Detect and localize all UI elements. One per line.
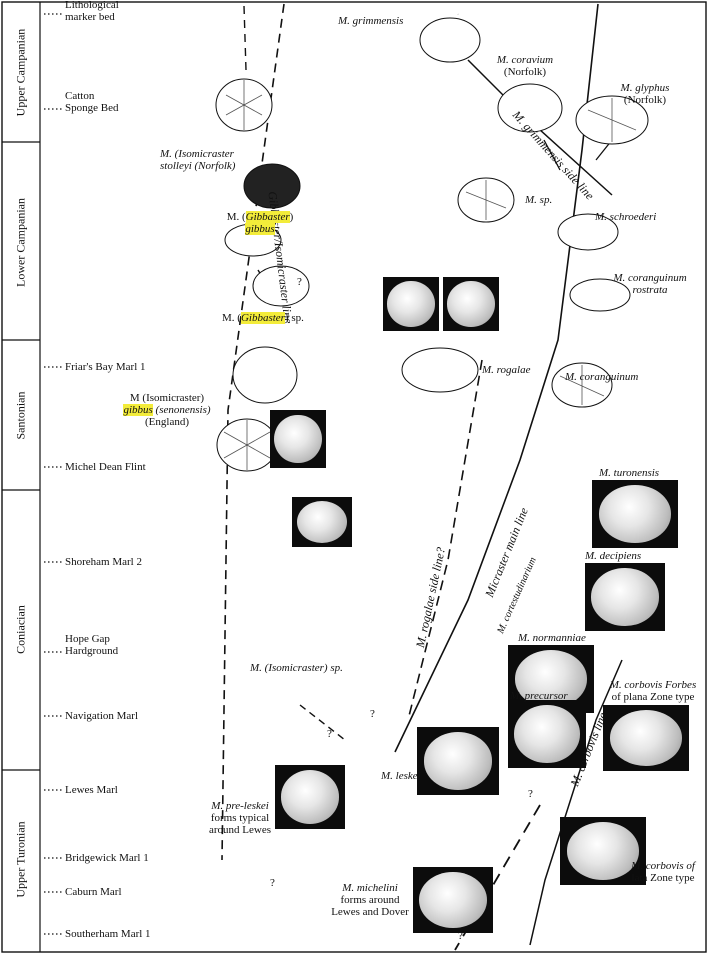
taxon-gibbaster-sp-a: M. ( [222, 312, 241, 324]
gibbaster-isomicraster-line [221, 3, 285, 861]
question-mark: ? [370, 708, 375, 720]
bed-lithological-marker: Lithological marker bed [65, 0, 119, 23]
question-mark: ? [458, 930, 463, 942]
taxon-coravium: M. coravium(Norfolk) [480, 54, 570, 78]
taxon-gibbaster-sp-b: ) sp. [284, 312, 304, 324]
taxon-precursor: M. precursor [510, 690, 568, 702]
stage-upper-campanian: Upper Campanian [13, 28, 28, 117]
taxon-glyphus: M. glyphus(Norfolk) [600, 82, 690, 106]
bed-navigation-marl: Navigation Marl [65, 710, 139, 722]
photo-leskei [417, 727, 499, 795]
bed-caburn-marl: Caburn Marl [65, 886, 122, 898]
photo-precursor [508, 700, 586, 768]
stage-santonian: Santonian [13, 391, 28, 440]
question-mark: ? [270, 877, 275, 889]
taxon-pre-leskei-b: forms typical [210, 812, 270, 824]
taxon-coranguinum-rostrata-a: M. coranguinum [613, 272, 687, 284]
bed-friars-bay-marl: Friar's Bay Marl 1 [65, 361, 146, 373]
taxon-pre-leskei-c: around Lewes [208, 824, 271, 836]
taxon-gibbus: M. (Gibbaster) gibbus [215, 211, 305, 235]
stage-lower-campanian: Lower Campanian [13, 198, 28, 287]
taxon-corbovis-lata-a: M. corbovis of [631, 860, 695, 872]
taxon-corbovis-plana-a: M. corbovis Forbes [609, 679, 697, 691]
taxon-michelini-b: forms around [340, 894, 400, 906]
taxon-pre-leskei-a: M. pre-leskei [211, 800, 269, 812]
taxon-senonensis-c: (England) [145, 416, 189, 428]
bed-shoreham-marl: Shoreham Marl 2 [65, 556, 142, 568]
taxon-turonensis: M. turonensis [599, 467, 660, 479]
coravium-link [543, 139, 561, 171]
taxon-gibbus-species: gibbus [245, 223, 275, 235]
taxon-m-sp: M. sp. [525, 194, 553, 206]
petal-lines [223, 80, 637, 470]
taxon-michelini-a: M. michelini [342, 882, 398, 894]
question-mark: ? [297, 276, 302, 288]
taxon-stolleyi-a: M. (Isomicraster [160, 148, 234, 160]
taxon-grimmensis: M. grimmensis [338, 15, 404, 27]
photo-michelini [413, 867, 493, 933]
taxon-corbovis-plana-b: of plana Zone type [611, 691, 695, 703]
bed-michel-dean-flint: Michel Dean Flint [65, 461, 146, 473]
taxon-coranguinum: M. coranguinum [565, 371, 639, 383]
taxon-gibbaster-sp-genus: Gibbaster [240, 312, 285, 324]
taxon-coravium-name: M. coravium [496, 54, 554, 66]
photo-pre-leskei [275, 765, 345, 829]
taxon-corbovis-lata-b: lata Zone type [631, 872, 695, 884]
photo-decipiens [585, 563, 665, 631]
taxon-coranguinum-rostrata-b: rostrata [632, 284, 668, 296]
taxon-normanniae: M. normanniae [518, 632, 586, 644]
question-mark: ? [327, 728, 332, 740]
taxon-senonensis-a: M (Isomicraster) [129, 392, 205, 404]
taxon-gibbus-pre: M. ( [226, 211, 246, 223]
taxon-gibbus-post: ) [289, 211, 294, 223]
taxon-glyphus-name: M. glyphus [620, 82, 670, 94]
taxon-coravium-loc: (Norfolk) [503, 66, 547, 78]
taxon-isomicraster-sp: M. (Isomicraster) sp. [250, 662, 343, 674]
taxon-senonensis-b: (senonensis) [152, 404, 211, 416]
taxon-leskei: M. leskei [381, 770, 421, 782]
stage-upper-turonian: Upper Turonian [13, 821, 28, 898]
bed-bridgewick-marl: Bridgewick Marl 1 [65, 852, 149, 864]
bed-ticks [44, 13, 62, 935]
taxon-gibbaster-sp: M. (Gibbaster) sp. [222, 312, 304, 324]
taxon-senonensis-gibbus: gibbus [123, 404, 153, 416]
taxon-stolleyi-b: stolleyi (Norfolk) [160, 160, 236, 172]
taxon-gibbus-genus: Gibbaster [245, 211, 290, 223]
bed-lewes-marl: Lewes Marl [65, 784, 118, 796]
corbovis-line [529, 659, 623, 946]
stage-coniacian: Coniacian [13, 605, 28, 654]
photo-gibbaster-sp-a [383, 277, 439, 331]
bed-hope-gap-hardground: Hope Gap Hardground [65, 633, 119, 657]
taxon-glyphus-loc: (Norfolk) [623, 94, 667, 106]
question-mark: ? [528, 788, 533, 800]
bed-southerham-marl: Southerham Marl 1 [65, 928, 151, 940]
rogalae-side-line [407, 359, 483, 721]
taxon-rogalae: M. rogalae [482, 364, 531, 376]
photo-shoreham [292, 497, 352, 547]
taxon-schroederi: M. schroederi [595, 211, 657, 223]
taxon-senonensis: M (Isomicraster)gibbus (senonensis)(Engl… [112, 392, 222, 428]
gibbus-drawing [243, 163, 301, 209]
stolleyi-branch-line [243, 5, 247, 71]
photo-corbovis-lata [560, 817, 646, 885]
photo-senonensis [270, 410, 326, 468]
photo-corbovis-plana [603, 705, 689, 771]
isomicraster-sp-dash [299, 704, 346, 741]
photo-gibbaster-sp-b [443, 277, 499, 331]
taxon-michelini-c: Lewes and Dover [331, 906, 409, 918]
bed-catton-sponge: Catton Sponge Bed [65, 90, 119, 114]
photo-turonensis [592, 480, 678, 548]
taxon-decipiens: M. decipiens [585, 550, 642, 562]
